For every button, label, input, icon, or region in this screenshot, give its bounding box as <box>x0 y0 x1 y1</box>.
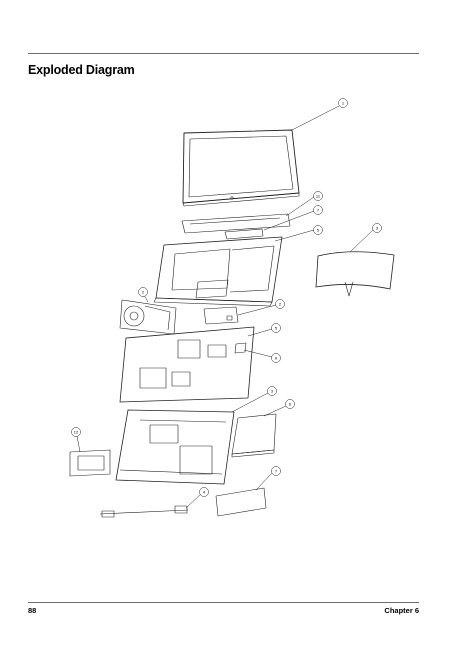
optical-drive <box>231 413 277 458</box>
battery <box>215 487 267 517</box>
callout-number: 2 <box>279 302 282 307</box>
bezel-strip <box>181 213 291 240</box>
callout-number: 7 <box>317 208 320 213</box>
callout-number: 12 <box>74 430 79 435</box>
lcd-panel <box>182 129 300 207</box>
callout-number: 4 <box>203 490 206 495</box>
callout-number: 9 <box>275 356 278 361</box>
mainboard <box>119 326 255 403</box>
callout-number: 6 <box>289 402 292 407</box>
chapter-label: Chapter 6 <box>384 606 419 615</box>
callout-number: 2 <box>142 290 145 295</box>
callout-number: 3 <box>271 389 274 394</box>
callout-bubbles <box>71 98 382 497</box>
page-number: 88 <box>28 606 37 615</box>
callout-number: 3 <box>376 226 379 231</box>
thermal-module <box>119 299 177 335</box>
header-rule <box>28 53 419 54</box>
keyboard <box>315 251 395 297</box>
top-case <box>153 236 283 307</box>
callout-number: 11 <box>316 194 321 199</box>
callout-number: 7 <box>275 469 278 474</box>
footer-rule <box>28 602 419 603</box>
bottom-case <box>115 409 235 485</box>
callout-number: 5 <box>317 228 320 233</box>
callout-number: 5 <box>275 326 278 331</box>
small-board <box>203 306 239 325</box>
hinge-bar <box>99 505 189 518</box>
page-title: Exploded Diagram <box>28 63 135 77</box>
hard-drive <box>69 449 111 477</box>
callout-number: 1 <box>342 101 345 106</box>
